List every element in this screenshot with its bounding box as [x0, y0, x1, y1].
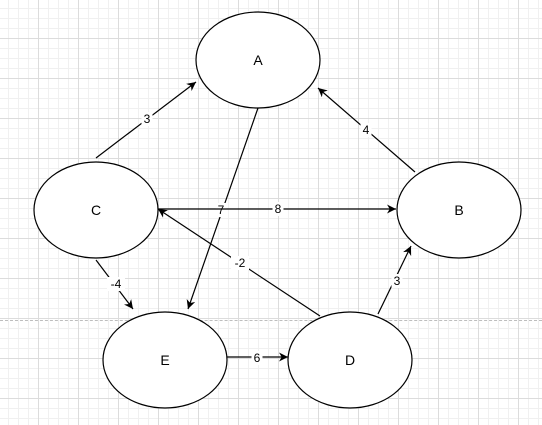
node-E[interactable]: [102, 311, 228, 409]
edge-label-bg-C-E: [107, 277, 125, 291]
edge-label-bg-B-A: [360, 123, 372, 137]
edge-label-bg-A-E: [215, 203, 227, 217]
edge-weight-B-A: 4: [363, 123, 370, 137]
node-label-B: B: [454, 202, 463, 218]
edge-weight-C-A: 3: [144, 112, 151, 126]
page-break-line: [0, 320, 542, 321]
node-B[interactable]: [396, 161, 522, 259]
edge-label-bg-E-D: [251, 351, 263, 365]
edge-weight-D-C: -2: [235, 256, 246, 270]
node-label-D: D: [345, 352, 355, 368]
edge-label-bg-D-B: [391, 274, 403, 288]
edge-weight-D-B: 3: [394, 274, 401, 288]
edge-label-bg-C-B: [272, 202, 284, 216]
edge-weight-C-B: 8: [275, 202, 282, 216]
edge-label-bg-C-A: [141, 112, 153, 126]
node-label-A: A: [253, 52, 263, 68]
edge-weight-C-E: -4: [111, 277, 122, 291]
node-label-C: C: [91, 202, 101, 218]
node-A[interactable]: [195, 11, 321, 109]
edge-weight-A-E: 7: [218, 203, 225, 217]
node-label-E: E: [160, 352, 169, 368]
edge-label-bg-D-C: [231, 256, 249, 270]
edge-weight-E-D: 6: [254, 351, 261, 365]
node-C[interactable]: [33, 161, 159, 259]
node-D[interactable]: [287, 311, 413, 409]
